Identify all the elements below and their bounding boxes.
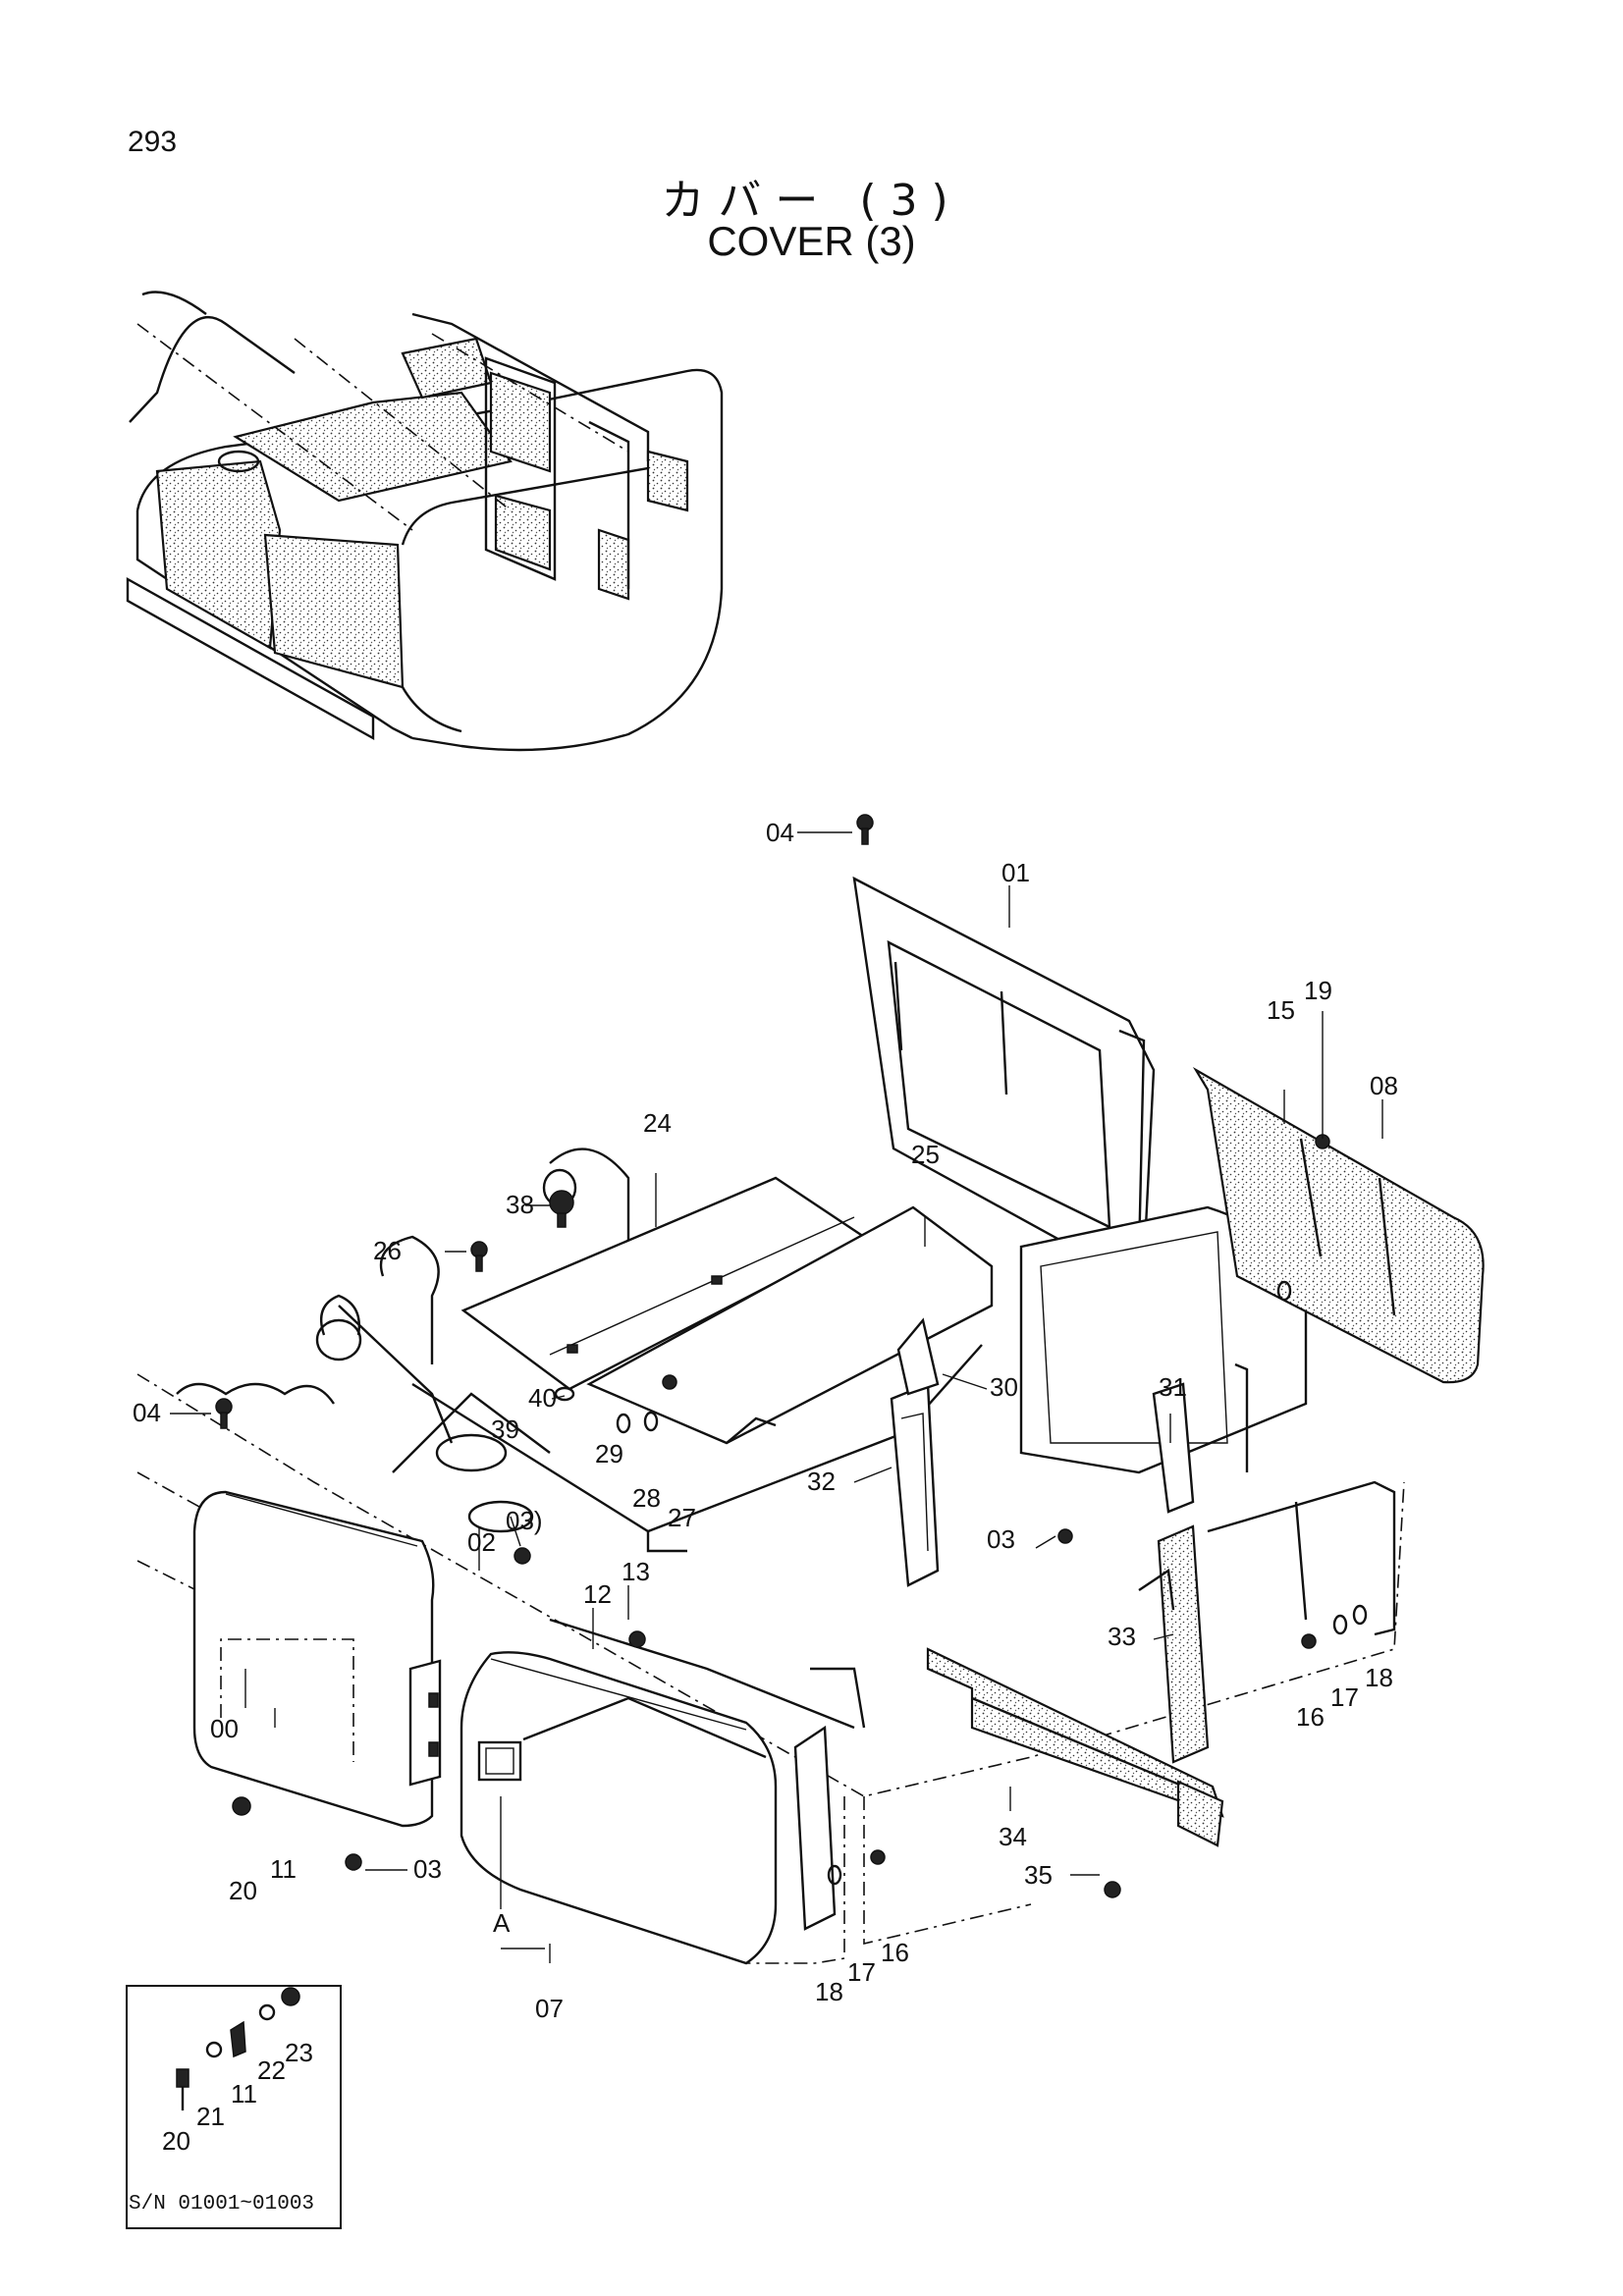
label-00: 00	[210, 1714, 239, 1743]
label-15: 15	[1267, 995, 1295, 1025]
label-17-bottom: 17	[847, 1957, 876, 1987]
label-04-top: 04	[766, 818, 794, 847]
label-03-right: 03	[987, 1524, 1015, 1554]
label-25: 25	[911, 1140, 940, 1169]
label-13: 13	[622, 1557, 650, 1586]
label-08: 08	[1370, 1071, 1398, 1100]
label-12: 12	[583, 1579, 612, 1609]
label-A: A	[493, 1908, 511, 1938]
bolt-icons	[215, 814, 1368, 1898]
inset-label-21: 21	[196, 2102, 225, 2131]
label-03-bottom: 03	[413, 1854, 442, 1884]
inset-drawing: 20 21 11 22 23	[162, 1987, 313, 2156]
label-04-left: 04	[133, 1398, 161, 1427]
label-39: 39	[491, 1415, 519, 1444]
label-03-paren: 03)	[506, 1506, 543, 1535]
label-11: 11	[270, 1854, 297, 1884]
label-16-right: 16	[1296, 1702, 1325, 1732]
label-07: 07	[535, 1994, 564, 2023]
label-28: 28	[632, 1483, 661, 1513]
label-32: 32	[807, 1467, 836, 1496]
page-number: 293	[128, 126, 178, 158]
overview-machine-drawing	[126, 291, 724, 752]
title-japanese: カバー (3)	[661, 176, 962, 226]
label-34: 34	[999, 1822, 1027, 1851]
inset-label-11: 11	[231, 2079, 257, 2109]
label-18-bottom: 18	[815, 1977, 843, 2006]
label-31: 31	[1159, 1372, 1187, 1402]
label-17-right: 17	[1330, 1682, 1359, 1712]
label-38: 38	[506, 1190, 534, 1219]
inset-label-23: 23	[285, 2038, 313, 2067]
label-40: 40	[528, 1383, 557, 1413]
label-01: 01	[1001, 858, 1030, 887]
label-24: 24	[643, 1108, 672, 1138]
label-27: 27	[668, 1503, 696, 1532]
label-29: 29	[595, 1439, 623, 1468]
label-02: 02	[467, 1527, 496, 1557]
label-26: 26	[373, 1236, 402, 1265]
label-35: 35	[1024, 1860, 1053, 1890]
leader-lines	[170, 831, 1383, 1963]
label-19: 19	[1304, 976, 1332, 1005]
label-33: 33	[1108, 1622, 1136, 1651]
inset-label-20: 20	[162, 2126, 190, 2156]
inset-label-22: 22	[257, 2056, 286, 2085]
label-30: 30	[990, 1372, 1018, 1402]
label-20: 20	[229, 1876, 257, 1905]
title-english: COVER (3)	[707, 218, 916, 264]
label-16-bottom: 16	[881, 1938, 909, 1967]
part-number-labels: 04 01 15 19 08 24 38 25 26 30 40 39 29 2…	[133, 818, 1398, 2023]
main-exploded-drawing: 04 01 15 19 08 24 38 25 26 30 40 39 29 2…	[133, 814, 1485, 2023]
serial-number-range: S/N 01001~01003	[129, 2193, 315, 2216]
label-18-right: 18	[1365, 1663, 1393, 1692]
serial-inset-box	[126, 1985, 342, 2229]
